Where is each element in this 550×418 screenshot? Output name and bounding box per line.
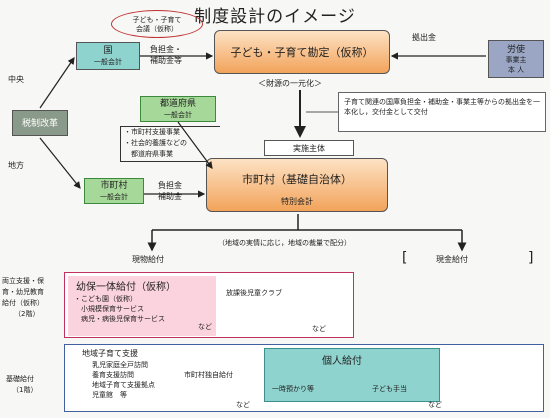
todofuken-jigyo-item-3: 都道府県事業 <box>124 150 173 158</box>
kosodate-kanjo-box: 子ども・子育て勘定（仮称） <box>214 30 390 74</box>
kaigi-note-line1: 子ども・子育て <box>132 16 182 24</box>
shichoson-small-name: 市町村 <box>100 181 128 191</box>
todofuken-jigyo-item-2: ・社会的養護などの <box>124 139 187 147</box>
roushi-self: 本 人 <box>507 66 525 74</box>
shichoson-main-name: 市町村（基礎自治体） <box>242 173 352 186</box>
futankin-low-line2: 補助金 <box>158 192 182 201</box>
futankin-top-line2: 補助金等 <box>150 56 182 65</box>
arrow-zeisei-to-shichoson <box>39 137 81 189</box>
chiiki-jitsujo-note: （地域の実情に応じ，地域の裁量で配分） <box>218 239 351 247</box>
national-government-box: 国 一般会計 <box>76 42 140 70</box>
shichoson-small-account: 一般会計 <box>100 193 128 201</box>
yoho-item-2: 小規模保育サービス <box>74 305 144 313</box>
kaigi-note-oval: 子ども・子育て 会議（仮称） <box>111 10 203 38</box>
genkin-bracket-left: [ <box>402 250 408 266</box>
ichiji-azukari: 一時預かり等 <box>272 385 314 393</box>
futankin-top-line1: 負担金・ <box>150 45 182 54</box>
houkago-jido-club: 放課後児童クラブ <box>226 289 282 297</box>
chiiki-kosodate-title: 地域子育て支援 <box>82 349 138 358</box>
roushi-title: 労使 <box>506 45 525 55</box>
dokuji-nado: など <box>236 401 250 409</box>
futankin-low-line1: 負担金 <box>158 181 182 190</box>
shichoson-dokuji-kyufu: 市町村独自給付 <box>184 371 233 379</box>
yoho-item-1: ・こども園（仮称） <box>74 295 137 303</box>
chiiki-kosodate-items: 乳児家庭全戸訪問 養育支援訪問 地域子育て支援拠点 児童館 等 <box>92 360 155 400</box>
national-name: 国 <box>103 46 113 56</box>
genkin-kyufu-label: 現金給付 <box>436 255 468 264</box>
kojin-kyufu-title: 個人給付 <box>322 356 362 367</box>
chiiki-item-2: 養育支援訪問 <box>92 371 134 379</box>
todofuken-name: 都道府県 <box>159 99 196 109</box>
chiiki-item-4: 児童館 等 <box>92 391 127 399</box>
kiso-kyufu-label: 基礎給付 （1階） <box>6 374 37 396</box>
zaigen-ichigenka-label: ＜財源の一元化＞ <box>258 79 322 88</box>
ikkanka-note-box: 子育て関連の国庫負担金・補助金・事業主等からの拠出金を一本化し，交付金として交付 <box>338 92 546 132</box>
yoho-ittai-items: ・こども園（仮称） 小規模保育サービス 病児・病後児保育サービス <box>74 294 165 324</box>
zeisei-kaikaku-box: 税制改革 <box>12 110 68 136</box>
futankin-top-label: 負担金・ 補助金等 <box>150 44 182 66</box>
genkin-bracket-right: ] <box>528 250 534 266</box>
roushi-box: 労使 事業主 本 人 <box>488 40 544 78</box>
todofuken-account: 一般会計 <box>164 111 192 119</box>
shichoson-ippan-box: 市町村 一般会計 <box>84 178 144 204</box>
roushi-employer: 事業主 <box>505 56 527 64</box>
ryoritsu-line1: 両立支援・保 <box>2 277 44 285</box>
chiiki-item-3: 地域子育て支援拠点 <box>92 381 155 389</box>
page-title: 制度設計のイメージ <box>194 7 356 27</box>
todofuken-box: 都道府県 一般会計 <box>140 96 216 122</box>
yoho-nado: など <box>198 323 212 331</box>
national-account: 一般会計 <box>94 58 122 66</box>
todofuken-jigyo-list: ・市町村支援事業 ・社会的養護などの 都道府県事業 <box>120 126 220 162</box>
shushutsukin-label: 拠出金 <box>412 33 436 42</box>
todofuken-jigyo-item-1: ・市町村支援事業 <box>124 128 180 136</box>
ryoritsu-line2: 育・幼児教育 <box>2 288 44 296</box>
ryoritsu-line3: 給付（仮称） <box>2 299 44 307</box>
houkago-nado: など <box>312 325 326 333</box>
kojin-kyufu-box <box>264 348 440 402</box>
shichoson-main-account: 特別会計 <box>281 197 313 206</box>
chiiki-item-1: 乳児家庭全戸訪問 <box>92 361 148 369</box>
kiso-line1: 基礎給付 <box>6 375 34 383</box>
arrow-zeisei-to-kuni <box>39 57 75 109</box>
kodomo-teate: 子ども手当 <box>372 385 407 393</box>
yoho-item-3: 病児・病後児保育サービス <box>74 315 165 323</box>
futankin-low-label: 負担金 補助金 <box>158 180 182 202</box>
jisshi-shutai-label: 実施主体 <box>264 140 354 156</box>
ryoritsu-shien-label: 両立支援・保 育・幼児教育 給付（仮称） （2階） <box>2 276 62 320</box>
kojin-nado: など <box>428 401 442 409</box>
region-central: 中央 <box>8 75 24 84</box>
ryoritsu-line4: （2階） <box>14 310 40 318</box>
genbutsu-kyufu-label: 現物給付 <box>132 255 164 264</box>
region-local: 地方 <box>8 161 24 170</box>
kiso-line2: （1階） <box>12 386 38 394</box>
yoho-ittai-fill <box>68 276 216 336</box>
arrow-todofuken-to-shichoson <box>177 121 213 169</box>
yoho-ittai-title: 幼保一体給付（仮称） <box>76 282 176 293</box>
shichoson-kiso-jichitai-box: 市町村（基礎自治体） 特別会計 <box>206 158 388 212</box>
kaigi-note-line2: 会議（仮称） <box>136 25 178 33</box>
